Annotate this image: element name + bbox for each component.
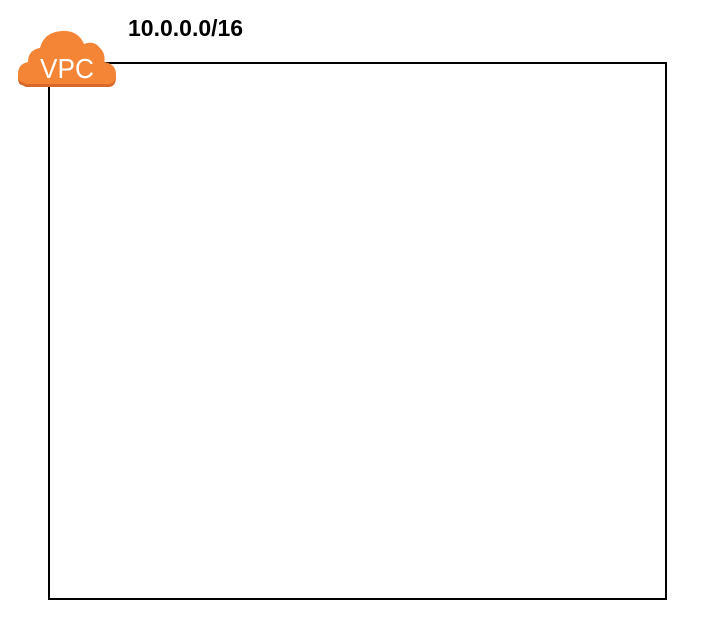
vpc-icon-label: VPC xyxy=(40,53,94,84)
vpc-cloud-icon: VPC xyxy=(16,26,118,96)
vpc-boundary xyxy=(48,62,667,600)
vpc-cidr-label: 10.0.0.0/16 xyxy=(128,15,244,41)
